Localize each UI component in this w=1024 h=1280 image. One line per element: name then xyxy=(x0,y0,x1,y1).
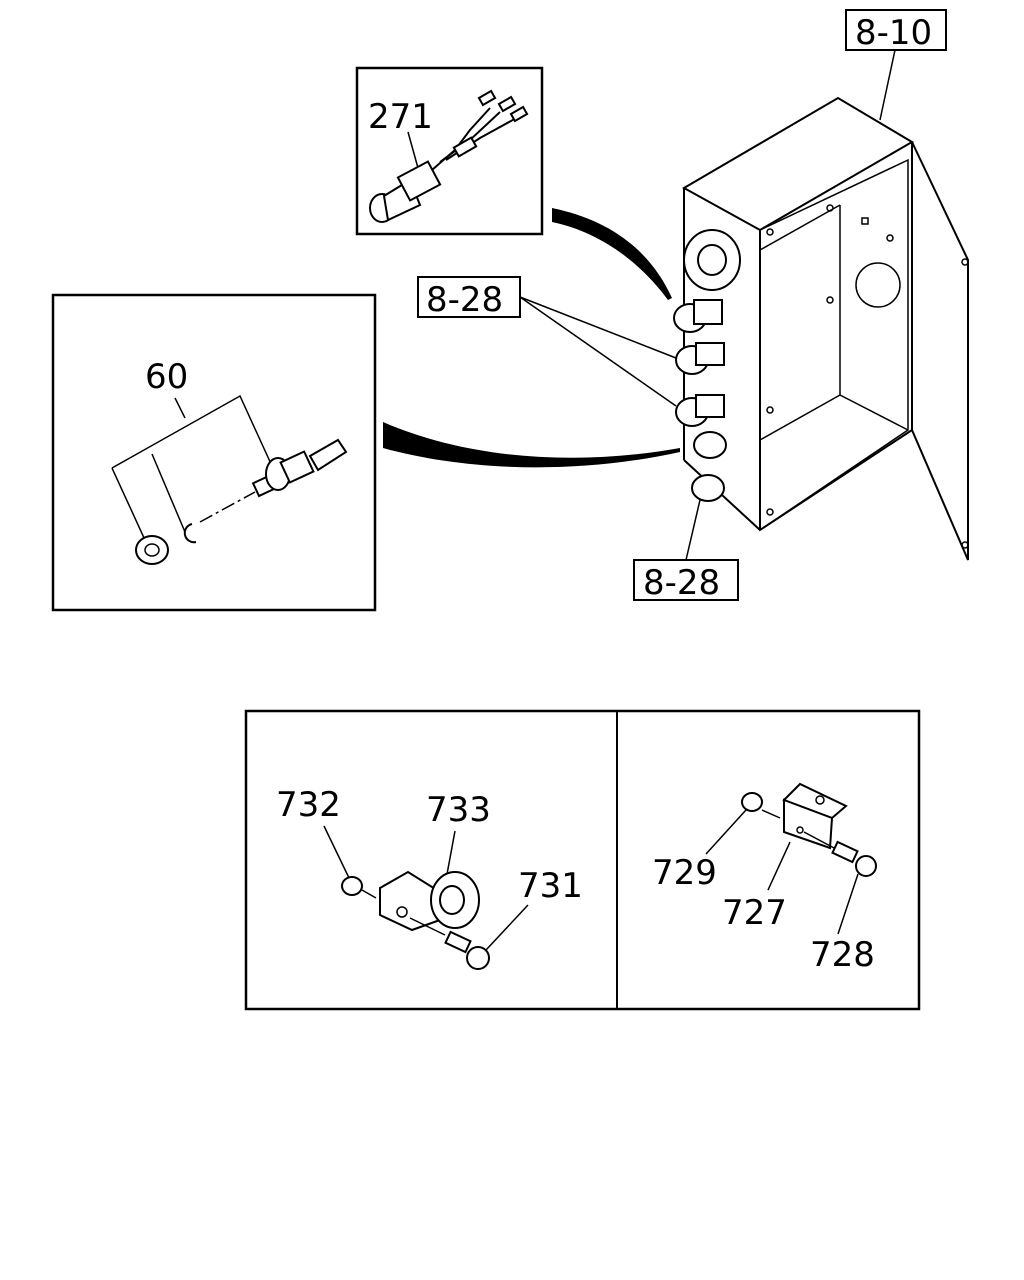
bracket-assembly: 729 727 728 xyxy=(652,782,877,975)
callout-arrow-271 xyxy=(552,208,672,300)
clamp-assembly: 732 733 731 xyxy=(276,785,583,970)
ref-8-28-upper[interactable]: 8-28 xyxy=(417,276,677,407)
ref-8-28-lower[interactable]: 8-28 xyxy=(633,499,739,603)
part-733-label[interactable]: 733 xyxy=(426,790,491,830)
side-connectors xyxy=(673,299,727,502)
part-731-label[interactable]: 731 xyxy=(518,866,583,906)
part-732-label[interactable]: 732 xyxy=(276,785,341,825)
part-60-label[interactable]: 60 xyxy=(145,357,188,397)
inset-271: 271 xyxy=(355,66,544,236)
part-729-label[interactable]: 729 xyxy=(652,853,717,893)
ref-8-10[interactable]: 8-10 xyxy=(845,9,947,53)
ref-8-28-upper-label: 8-28 xyxy=(426,280,503,320)
ref-8-28-lower-label: 8-28 xyxy=(643,563,720,603)
part-271-label[interactable]: 271 xyxy=(368,97,433,137)
inset-60: 60 xyxy=(51,293,377,612)
part-727-label[interactable]: 727 xyxy=(722,893,787,933)
ref-8-10-label: 8-10 xyxy=(855,13,932,53)
part-728-label[interactable]: 728 xyxy=(810,935,875,975)
lower-panel xyxy=(244,709,921,1011)
electrical-box xyxy=(673,49,969,561)
callout-arrow-60 xyxy=(383,422,680,468)
